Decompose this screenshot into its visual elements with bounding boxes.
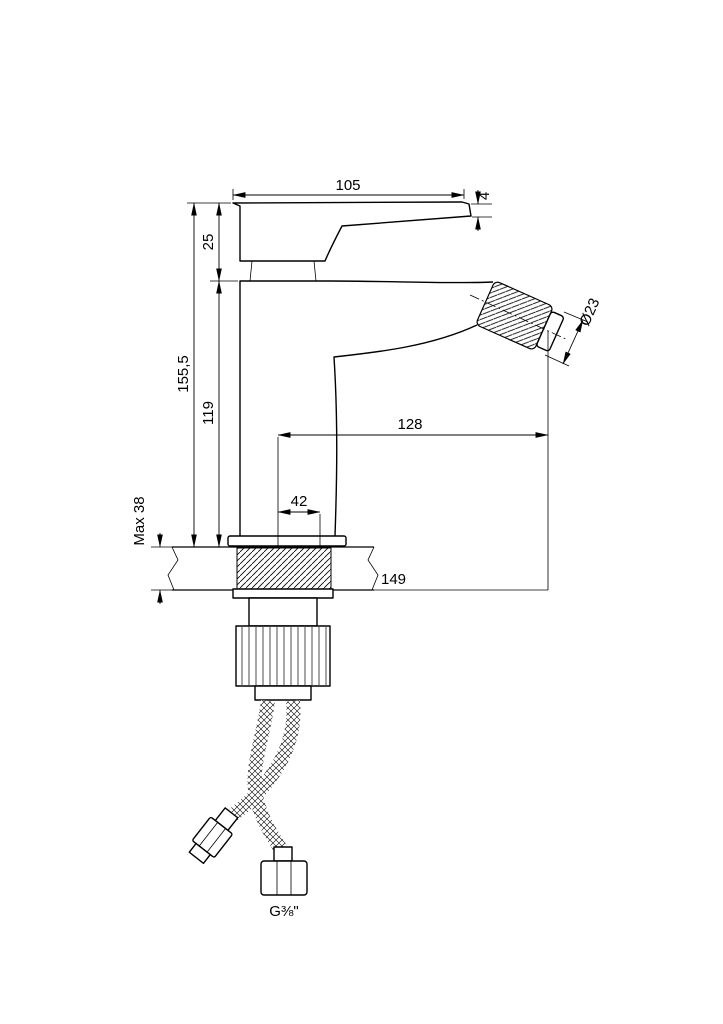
dim-label-42: 42: [291, 493, 308, 510]
hose-fitting-bottom: [260, 846, 308, 896]
dim-spout-offset: 42: [277, 493, 321, 547]
g38-hex-nut: [260, 860, 308, 896]
dim-handle-length: 105: [232, 177, 465, 200]
fitting-end: [188, 842, 211, 865]
dim-total-height: 155,5: [175, 202, 197, 548]
deck-break-left: [167, 546, 179, 591]
dim-max-deck-thickness: Max 38: [131, 496, 172, 604]
threaded-shank: [248, 597, 318, 627]
deck-break-right: [367, 546, 379, 591]
threaded-shank-section: [236, 547, 332, 590]
base-flange: [227, 535, 347, 547]
dim-label-4: 4: [476, 192, 493, 200]
dim-label-max38: Max 38: [131, 496, 148, 545]
dim-label-149: 149: [381, 571, 406, 588]
mounting-deck: [167, 546, 379, 591]
spout-underside: [333, 324, 478, 537]
dim-reach: 128: [277, 331, 549, 590]
dim-label-155-5: 155,5: [175, 355, 192, 393]
dim-label-o23: Ø23: [576, 296, 603, 329]
mounting-nut: [235, 625, 331, 687]
cartridge-neck: [249, 260, 317, 282]
fitting-crimp: [273, 846, 293, 862]
flexible-hoses: [188, 700, 308, 896]
g38-hex-facets: [276, 861, 292, 895]
dim-label-128: 128: [397, 416, 422, 433]
dim-lever-tip: 4: [471, 190, 493, 231]
dim-handle-height: 25: [187, 202, 238, 282]
under-deck-hardware: [232, 588, 334, 701]
hose-collar: [254, 685, 312, 701]
dim-label-25: 25: [200, 234, 217, 251]
dim-body-height: 119: [200, 280, 222, 548]
faucet-outline: [227, 201, 565, 547]
handle-lever: [232, 201, 472, 262]
hose-fitting-angled: [188, 807, 239, 865]
body-and-spout: [239, 280, 494, 536]
thread-size-label: G⅜": [269, 903, 299, 920]
mounting-nut-knurling: [241, 627, 327, 685]
fitting-hex-facets: [198, 822, 226, 853]
dim-base-width: 149: [374, 571, 548, 591]
washer: [232, 588, 334, 599]
dimensions: 105 4 25 155,5 119 M: [131, 177, 603, 920]
dim-label-119: 119: [200, 401, 217, 425]
hose-left: [226, 700, 301, 823]
dim-label-105: 105: [335, 177, 360, 194]
